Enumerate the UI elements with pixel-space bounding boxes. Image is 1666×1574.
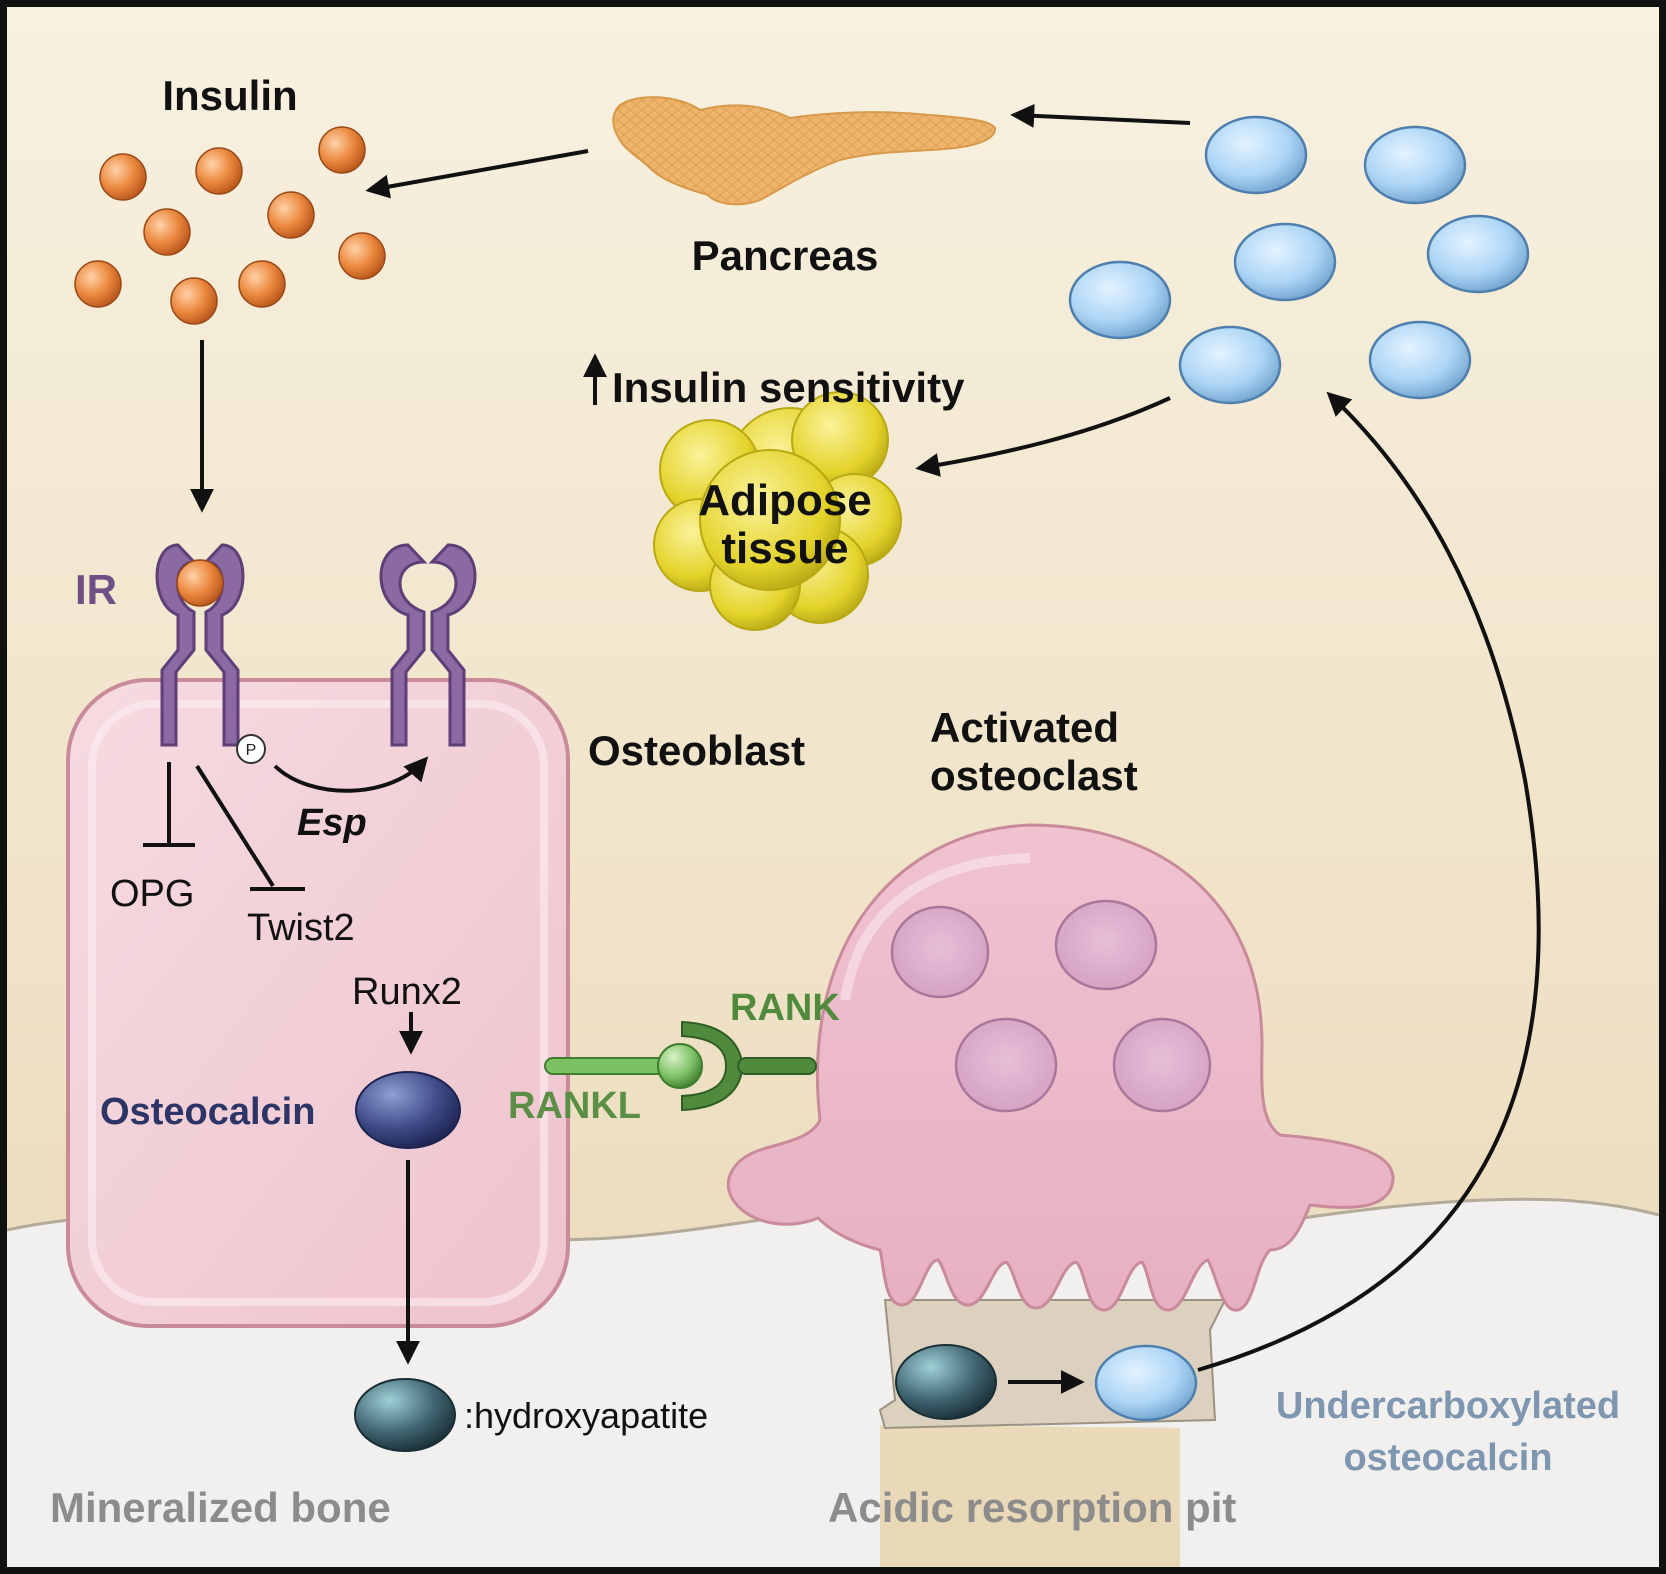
osteoblast-cell <box>66 678 570 1328</box>
twist2-label: Twist2 <box>247 907 355 949</box>
blue-osteocalcin <box>1426 214 1530 294</box>
insulin-molecule <box>238 260 286 308</box>
insulin-molecule <box>267 191 315 239</box>
blue-osteocalcin <box>1233 222 1337 302</box>
rank-label: RANK <box>730 987 840 1029</box>
arrow-esp <box>273 756 429 793</box>
insulin-receptor-free <box>379 543 477 747</box>
adipose-label-line2: tissue <box>721 524 848 573</box>
rankl-label: RANKL <box>508 1085 641 1127</box>
arrow-osteocalcin-to-adipose <box>915 396 1171 477</box>
insulin-molecule <box>170 277 218 325</box>
blue-osteocalcin <box>1068 260 1172 340</box>
adipose-tissue <box>653 391 902 631</box>
blue-osteocalcin <box>1178 325 1282 405</box>
pancreas <box>612 96 996 206</box>
undercarboxylated-label-line1: Undercarboxylated <box>1276 1385 1620 1427</box>
insulin-molecule <box>99 153 147 201</box>
insulin-molecule <box>338 232 386 280</box>
opg-label: OPG <box>110 873 194 915</box>
runx2-label: Runx2 <box>352 971 462 1013</box>
phosphate-label: P <box>246 742 257 759</box>
osteoclast-nucleus <box>1054 899 1158 991</box>
insulin-label: Insulin <box>162 72 297 119</box>
rankl-ligand <box>544 1043 703 1089</box>
undercarboxylated-label-line2: osteocalcin <box>1343 1437 1552 1479</box>
adipose-label-line1: Adipose <box>698 476 872 525</box>
osteoblast-highlight <box>88 700 548 1306</box>
rank-receptor <box>681 1020 817 1112</box>
phosphate-icon <box>236 734 266 764</box>
pancreas-label: Pancreas <box>692 232 879 279</box>
osteoclast-label-line2: osteoclast <box>930 752 1138 799</box>
osteocalcin-label: Osteocalcin <box>100 1091 315 1133</box>
pit-osteocalcin-undercarboxylated <box>1094 1344 1198 1422</box>
osteoclast-nucleus <box>890 905 990 999</box>
insulin-molecule <box>74 260 122 308</box>
insulin-molecules <box>74 126 386 325</box>
insulin-sensitivity-label: Insulin sensitivity <box>612 364 965 411</box>
osteoclast-highlight <box>840 853 1031 1001</box>
inhibition-twist2-line <box>195 764 275 888</box>
bound-insulin <box>176 559 224 607</box>
ir-label: IR <box>75 566 117 613</box>
undercarboxylated-osteocalcin-molecules <box>1068 115 1530 405</box>
arrow-osteocalcin-to-pancreas <box>1010 103 1191 128</box>
blue-osteocalcin <box>1368 320 1472 400</box>
hydroxyapatite-label: :hydroxyapatite <box>464 1395 708 1436</box>
osteoclast-nucleus <box>954 1017 1058 1113</box>
esp-label: Esp <box>297 802 367 844</box>
blue-osteocalcin <box>1204 115 1308 195</box>
bone-region-right <box>1180 1199 1659 1567</box>
arrow-pit-to-circulation <box>1197 391 1541 1372</box>
pit-osteocalcin-carboxylated <box>895 1344 997 1420</box>
osteoblast-label: Osteoblast <box>588 727 805 774</box>
resorption-pit-label: Acidic resorption pit <box>828 1484 1236 1531</box>
osteocalcin-molecule <box>355 1071 461 1149</box>
arrow-pancreas-to-insulin <box>365 149 589 199</box>
insulin-molecule <box>143 208 191 256</box>
hydroxyapatite-osteocalcin <box>354 1378 456 1452</box>
blue-osteocalcin <box>1363 125 1467 205</box>
mineralized-bone-label: Mineralized bone <box>50 1484 391 1531</box>
osteoclast-label-line1: Activated <box>930 704 1119 751</box>
insulin-molecule <box>195 147 243 195</box>
osteoclast-nucleus <box>1112 1017 1212 1113</box>
insulin-molecule <box>318 126 366 174</box>
